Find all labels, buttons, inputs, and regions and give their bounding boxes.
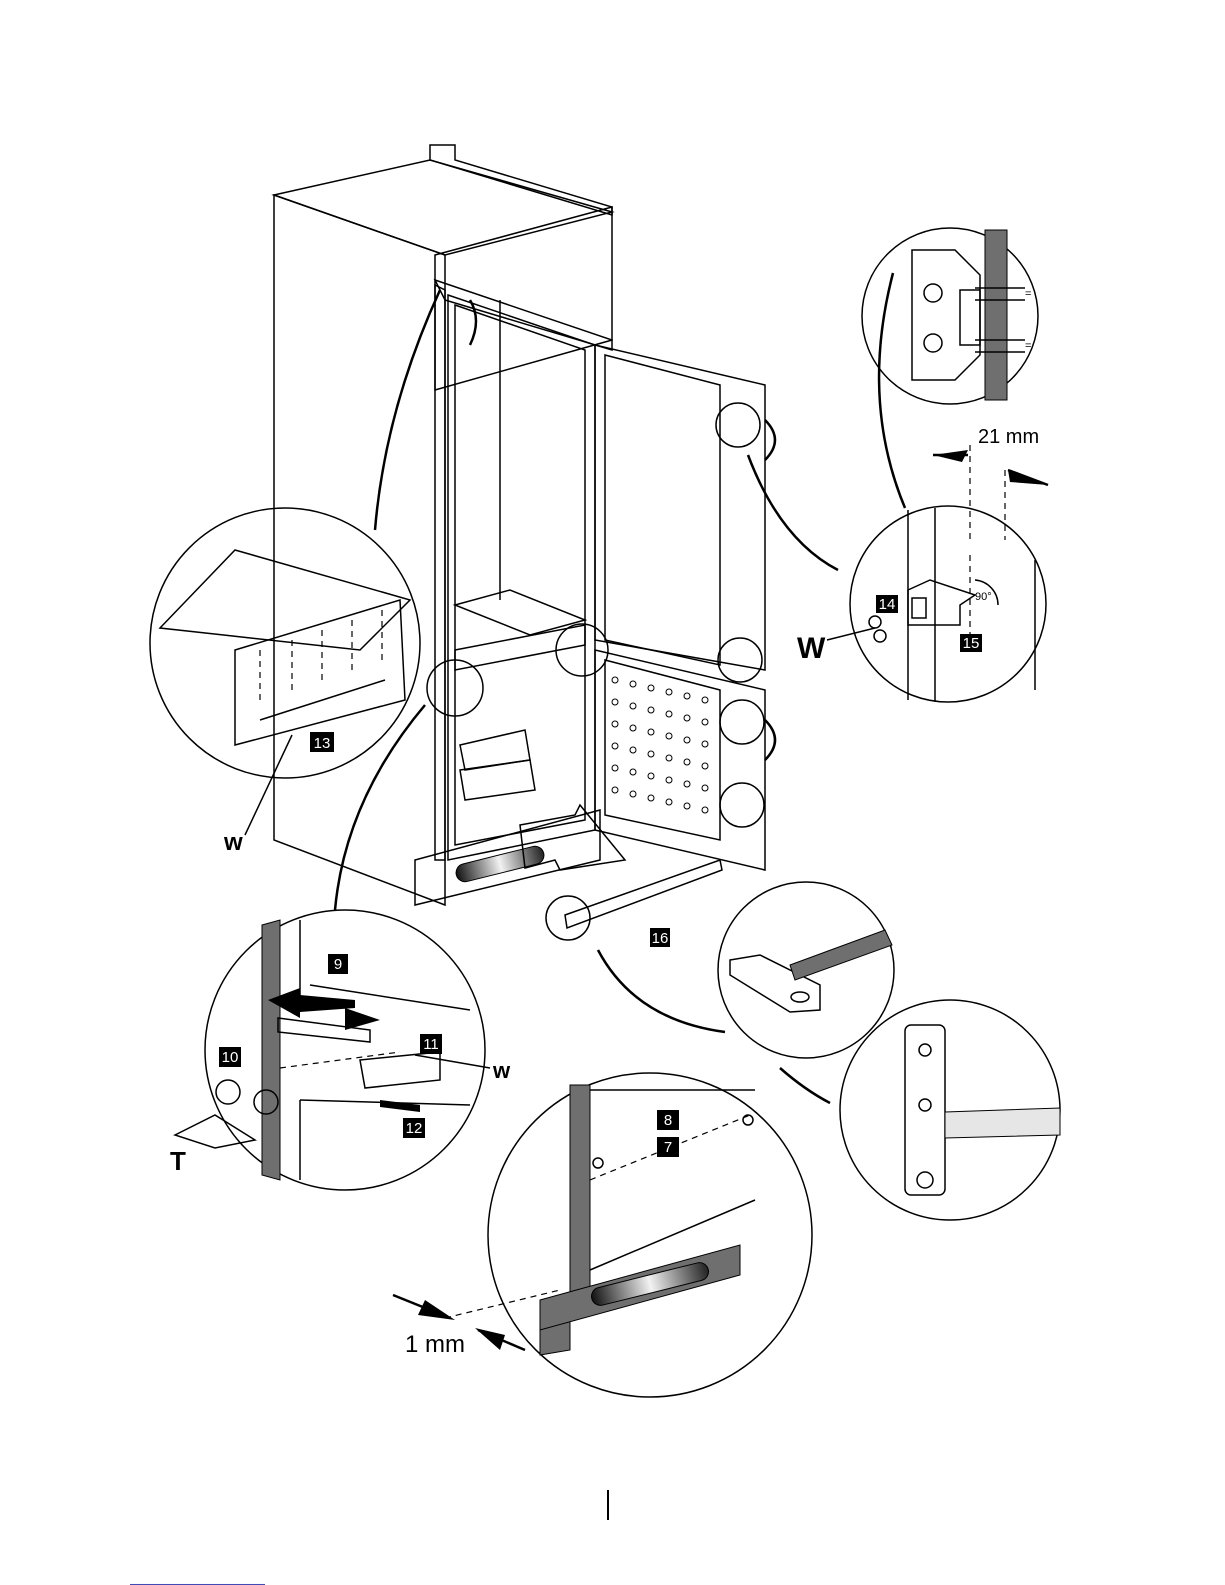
letter-w-bottom: w [492,1058,511,1083]
door-dot-pattern [612,677,708,813]
door-dot [612,743,618,749]
callout-10: 10 [222,1049,239,1066]
door-dot [684,737,690,743]
link-arrow-side [335,705,425,910]
callout-14: 14 [879,596,896,613]
leader-w-bottom [415,1055,490,1068]
door-dot [648,773,654,779]
letter-w-right: W [797,632,826,665]
door-dot [612,699,618,705]
callout-8: 8 [664,1112,672,1129]
push-arrow [380,1100,420,1112]
door-dot [630,681,636,687]
door-dot [648,795,654,801]
callout-7: 7 [664,1139,672,1156]
door-dot [702,741,708,747]
door-dot [684,781,690,787]
door-dot [666,799,672,805]
center-hinge-marker [556,624,608,676]
detail-plinth-gap [488,1073,812,1397]
door-dot [630,747,636,753]
link-arrow-top [375,290,440,530]
door-dot [684,803,690,809]
door-dot [648,707,654,713]
callout-11: 11 [423,1036,439,1053]
fridge-upper-door [595,345,775,670]
door-dot [702,785,708,791]
callout-9: 9 [334,956,342,973]
door-dot [612,787,618,793]
leader-w-left [245,735,292,835]
door-dot [648,685,654,691]
door-dot [684,715,690,721]
door-dot [630,791,636,797]
tall-cabinet [274,145,612,905]
equal-mark-2: = [1025,340,1031,352]
door-dot [666,777,672,783]
door-dot [666,689,672,695]
angle-90-label: 90° [975,591,992,603]
door-dot [648,729,654,735]
door-dot [612,677,618,683]
door-dot [630,725,636,731]
dim-1mm-label: 1 mm [405,1331,465,1358]
detail-bracket-foot [718,882,894,1058]
door-dot [702,697,708,703]
detail-vertical-bracket [840,1000,1060,1220]
equal-mark-1: = [1025,288,1031,300]
door-dot [702,763,708,769]
callout-12: 12 [406,1120,423,1137]
fridge-lower-door [595,650,775,870]
door-dot [702,719,708,725]
link-arrow-hinge [748,455,838,570]
link-arrow-spacing [879,273,905,508]
door-dot [684,693,690,699]
letter-t: T [170,1146,186,1176]
upper-door-handle [470,300,476,345]
callout-16: 16 [652,930,669,947]
detail-hinge-bracket [827,506,1046,702]
link-arrow-vertical [780,1068,830,1103]
letter-w-left: w [223,829,243,856]
hinge-marker-4 [720,783,764,827]
dimension-21mm [933,445,1048,540]
dim-21mm-label: 21 mm [978,426,1039,448]
link-arrow-foot [598,950,725,1032]
door-dot [702,807,708,813]
callout-13: 13 [314,735,331,752]
hinge-marker-1 [716,403,760,447]
detail-hinge-spacing: = = [862,228,1038,404]
door-dot [612,721,618,727]
detail-top-screws [150,508,420,778]
door-dot [648,751,654,757]
door-dot [684,759,690,765]
door-dot [630,703,636,709]
door-dot [666,755,672,761]
hinge-marker-3 [720,700,764,744]
bracket-rail [546,860,722,940]
door-dot [666,733,672,739]
callout-15: 15 [963,635,980,652]
door-dot [630,769,636,775]
door-dot [666,711,672,717]
hinge-marker-2 [718,638,762,682]
door-dot [612,765,618,771]
